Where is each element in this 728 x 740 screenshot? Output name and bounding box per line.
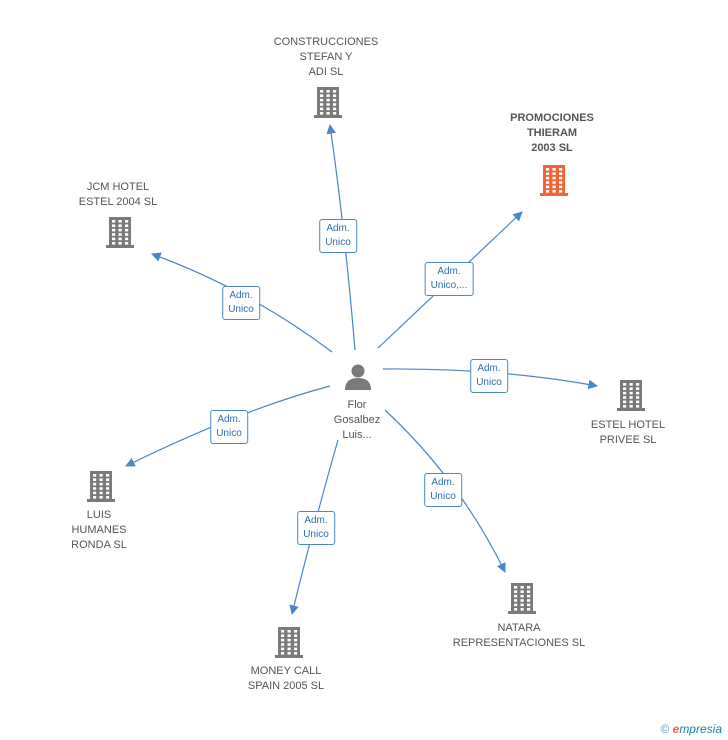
company-label-promociones[interactable]: PROMOCIONES THIERAM 2003 SL (510, 112, 594, 154)
footer-brand: © empresia (660, 722, 722, 736)
company-label-money-call[interactable]: MONEY CALL SPAIN 2005 SL (247, 665, 325, 692)
role-badge-promociones[interactable]: Adm. Unico,... (424, 262, 474, 296)
company-label-estel-privee[interactable]: ESTEL HOTEL PRIVEE SL (590, 419, 666, 446)
brand-logo-e: e (672, 722, 680, 736)
role-badge-jcm[interactable]: Adm. Unico (222, 286, 260, 320)
role-badge-construcciones[interactable]: Adm. Unico (319, 219, 357, 253)
building-icon-estel-privee[interactable] (617, 380, 645, 411)
company-label-natara[interactable]: NATARA REPRESENTACIONES SL (452, 622, 586, 649)
building-icon-promociones[interactable] (540, 165, 568, 196)
building-icon-money-call[interactable] (275, 627, 303, 658)
building-icon-natara[interactable] (508, 583, 536, 614)
building-icon-luis[interactable] (87, 471, 115, 502)
person-icon[interactable] (345, 364, 371, 391)
company-label-construcciones[interactable]: CONSTRUCCIONES STEFAN Y ADI SL (273, 36, 379, 78)
role-badge-estel-privee[interactable]: Adm. Unico (470, 359, 508, 393)
building-icon-construcciones[interactable] (314, 87, 342, 118)
company-label-luis[interactable]: LUIS HUMANES RONDA SL (71, 509, 127, 551)
building-icon-jcm[interactable] (106, 217, 134, 248)
role-badge-natara[interactable]: Adm. Unico (424, 473, 462, 507)
copyright-symbol: © (660, 722, 670, 736)
company-label-jcm[interactable]: JCM HOTEL ESTEL 2004 SL (78, 181, 158, 208)
person-label[interactable]: Flor Gosalbez Luis... (333, 399, 381, 441)
role-badge-money-call[interactable]: Adm. Unico (297, 511, 335, 545)
role-badge-luis[interactable]: Adm. Unico (210, 410, 248, 444)
brand-name: mpresia (679, 722, 722, 736)
